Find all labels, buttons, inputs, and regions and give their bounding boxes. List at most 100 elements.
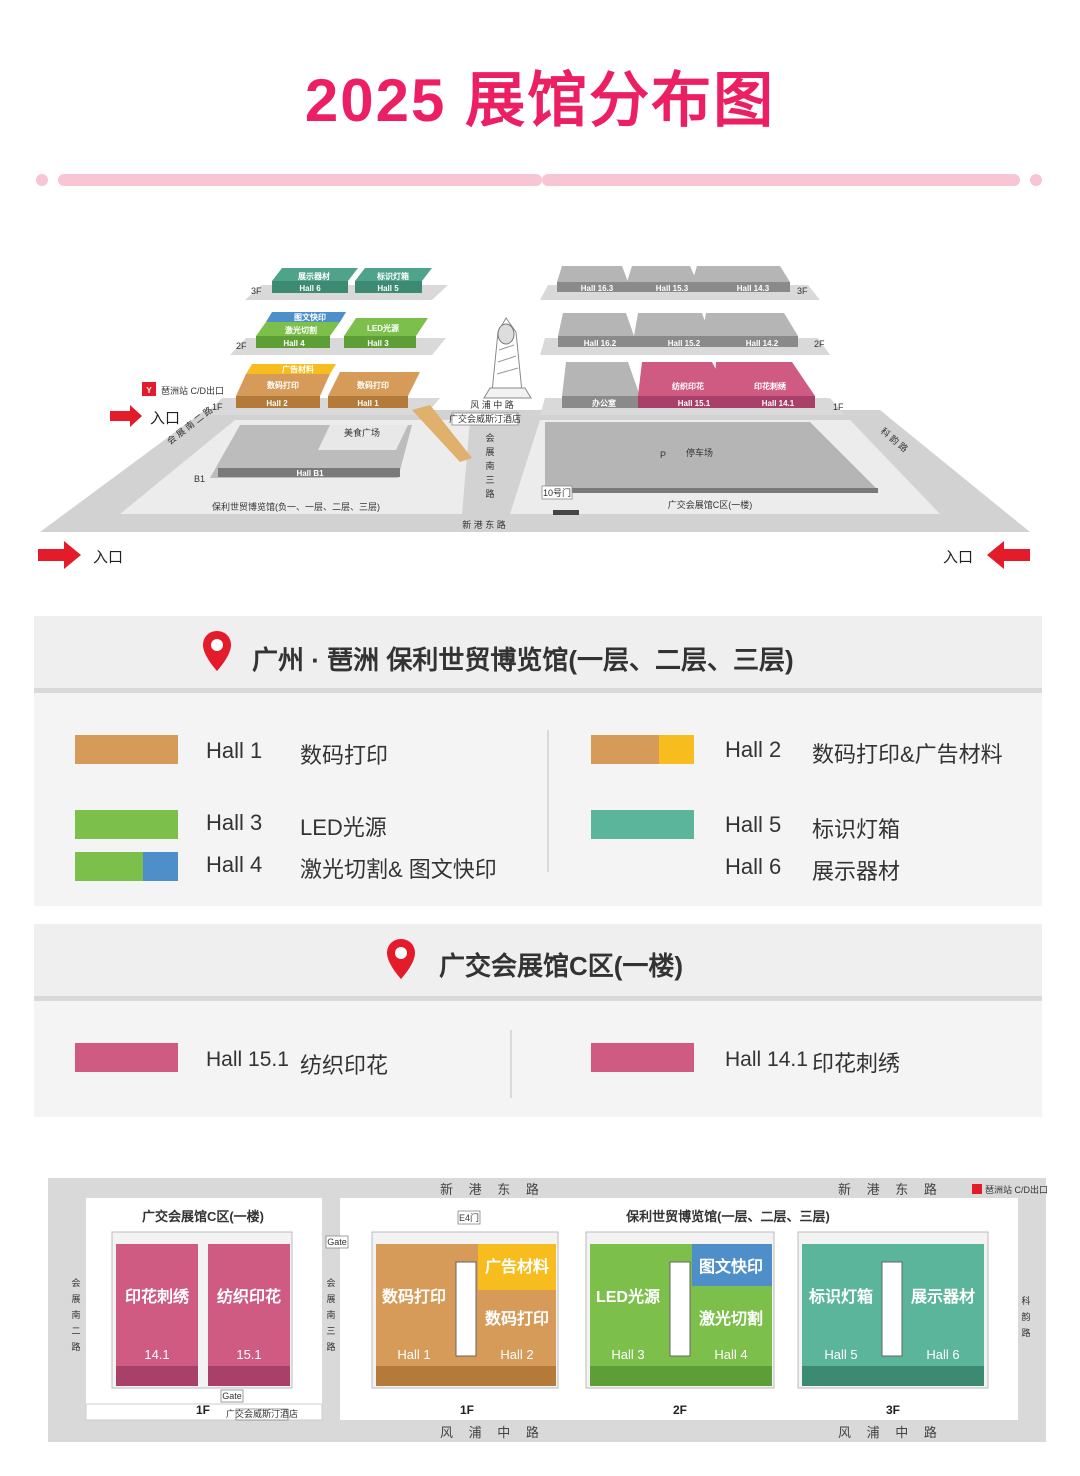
plan-poly-title: 保利世贸博览馆(一层、二层、三层) — [625, 1209, 830, 1224]
venue1-body — [34, 693, 1042, 906]
office-label: 办公室 — [592, 398, 616, 408]
gate-10-label: 10号门 — [543, 487, 571, 498]
floor-label-3f: 3F — [251, 286, 262, 296]
iso-hotel-tag — [451, 412, 519, 426]
road-xingang: 新 港 东 路 — [462, 519, 506, 530]
venue2-column-divider — [510, 1030, 512, 1098]
plan-road-mid-0: 会 — [326, 1277, 335, 1288]
plan-2f-edge — [590, 1366, 772, 1386]
iso-metro-logo — [142, 382, 156, 396]
iso-gate-tag — [541, 485, 573, 500]
hall-15-1-number: Hall 15.1 — [678, 399, 711, 408]
plan-hall-5: Hall 5 — [824, 1347, 857, 1362]
legend-desc-hall-5: 标识灯箱 — [812, 817, 901, 842]
iso-parking-edge — [545, 488, 878, 493]
plan-road-left-4: 路 — [71, 1341, 80, 1352]
plan-road-mid-1: 展 — [326, 1294, 335, 1304]
parking-sign: P — [660, 450, 666, 460]
road-huizhan-south3-4: 路 — [485, 488, 494, 499]
plan-hall-2: Hall 2 — [500, 1347, 533, 1362]
plan-road-left-1: 展 — [71, 1294, 80, 1304]
plan-road-left-0: 会 — [71, 1277, 80, 1288]
plan-1f-edge — [376, 1366, 556, 1386]
swatch-hall-15-1 — [75, 1043, 178, 1072]
location-pin-icon — [203, 631, 231, 671]
venue2-title: 广交会展馆C区(一楼) — [439, 951, 684, 981]
plan-gate2-label: Gate — [222, 1391, 242, 1401]
plan-gate-tag — [325, 1235, 349, 1249]
hall-3-label: LED光源 — [367, 323, 399, 333]
plan-hotel-label: 广交会威斯汀酒店 — [226, 1408, 298, 1419]
plan-3f-core — [881, 1261, 903, 1357]
plan-road-mid-4: 路 — [326, 1341, 335, 1352]
plan-3f-edge — [802, 1366, 984, 1386]
plan-1f-c: 数码打印 — [485, 1309, 549, 1328]
iso-gate-mark — [553, 510, 579, 515]
plan-road-mid-2: 南 — [326, 1309, 335, 1320]
floor-label-2f: 2F — [236, 341, 247, 351]
location-pin-icon — [387, 939, 415, 979]
plan-road-left-3: 二 — [71, 1326, 80, 1336]
iso-parking-block — [545, 422, 876, 488]
plan-1f-b: 广告材料 — [485, 1257, 549, 1276]
legend-hall-4: Hall 4 — [206, 852, 263, 877]
plan-e4-label: E4门 — [459, 1212, 479, 1223]
hall-4-label-blue: 图文快印 — [294, 312, 326, 322]
iso-ramp — [412, 405, 472, 462]
plan-2f-a: LED光源 — [596, 1287, 660, 1306]
iso-hall-5 — [355, 268, 432, 293]
legend-desc-hall-6: 展示器材 — [812, 859, 901, 884]
plan-road-mid-3: 三 — [326, 1326, 335, 1336]
hall-b1-number: Hall B1 — [296, 469, 324, 478]
legend-hall-1: Hall 1 — [206, 738, 263, 763]
legend-hall-5: Hall 5 — [725, 812, 782, 837]
food-court-label: 美食广场 — [344, 427, 380, 438]
hall-2-number: Hall 2 — [266, 399, 288, 408]
hall-2f-gray-0: Hall 16.2 — [584, 339, 617, 348]
venue2-divider — [34, 996, 1042, 1001]
plan-road-top-right: 新 港 东 路 — [838, 1182, 943, 1197]
venue1-header — [34, 616, 1042, 688]
hall-4-label: 激光切割 — [285, 325, 317, 335]
hall-14-1-number: Hall 14.1 — [762, 399, 795, 408]
legend-hall-6: Hall 6 — [725, 854, 782, 879]
plan-c-zone-title: 广交会展馆C区(一楼) — [142, 1209, 264, 1224]
hall-14-1-label: 印花刺绣 — [754, 381, 787, 391]
hall-6-number: Hall 6 — [299, 284, 321, 293]
right-building-caption: 广交会展馆C区(一楼) — [668, 499, 753, 510]
road-huizhan-south3-1: 展 — [485, 447, 494, 457]
iso-hall-2 — [236, 364, 336, 408]
plan-2f-b: 图文快印 — [699, 1257, 763, 1276]
venue1-column-divider — [547, 730, 549, 872]
hotel-label: 广交会威斯汀酒店 — [449, 413, 521, 424]
iso-food-court — [318, 425, 408, 450]
legend-hall-2: Hall 2 — [725, 737, 782, 762]
hall-3f-gray-2: Hall 14.3 — [737, 284, 770, 293]
plan-hall-14-1 — [116, 1244, 198, 1386]
plan-road-right-2: 路 — [1021, 1327, 1030, 1338]
legend-hall-15-1: Hall 15.1 — [206, 1048, 289, 1071]
divider-dot-left — [36, 174, 48, 186]
legend-desc-hall-14-1: 印花刺绣 — [812, 1051, 901, 1076]
iso-hall-1 — [328, 372, 420, 408]
iso-entrance-arrow-right — [987, 541, 1030, 569]
hall-2f-gray-1: Hall 15.2 — [668, 339, 701, 348]
left-building-caption: 保利世贸博览馆(负一、一层、二层、三层) — [212, 501, 380, 512]
iso-entrance-arrow-topleft — [110, 405, 142, 427]
plan-road-top-left: 新 港 东 路 — [440, 1182, 545, 1197]
legend-desc-hall-2: 数码打印&广告材料 — [812, 742, 1003, 767]
entrance-label-left: 入口 — [93, 549, 124, 566]
legend-desc-hall-4: 激光切割& 图文快印 — [300, 857, 497, 882]
hall-5-label: 标识灯箱 — [376, 271, 409, 281]
plan-metro-label: 琶洲站 C/D出口 — [985, 1184, 1048, 1195]
iso-gray-halls — [557, 266, 798, 408]
floor-label-b1: B1 — [194, 474, 205, 484]
hall-1-label: 数码打印 — [357, 380, 389, 390]
hall-2-label-ad: 广告材料 — [282, 364, 314, 374]
legend-hall-3: Hall 3 — [206, 810, 263, 835]
iso-hall-6 — [272, 268, 358, 293]
floor-label-3f-right: 3F — [797, 286, 808, 296]
plan-hall-2-ad — [478, 1244, 556, 1290]
plan-road-right-1: 韵 — [1021, 1311, 1030, 1322]
